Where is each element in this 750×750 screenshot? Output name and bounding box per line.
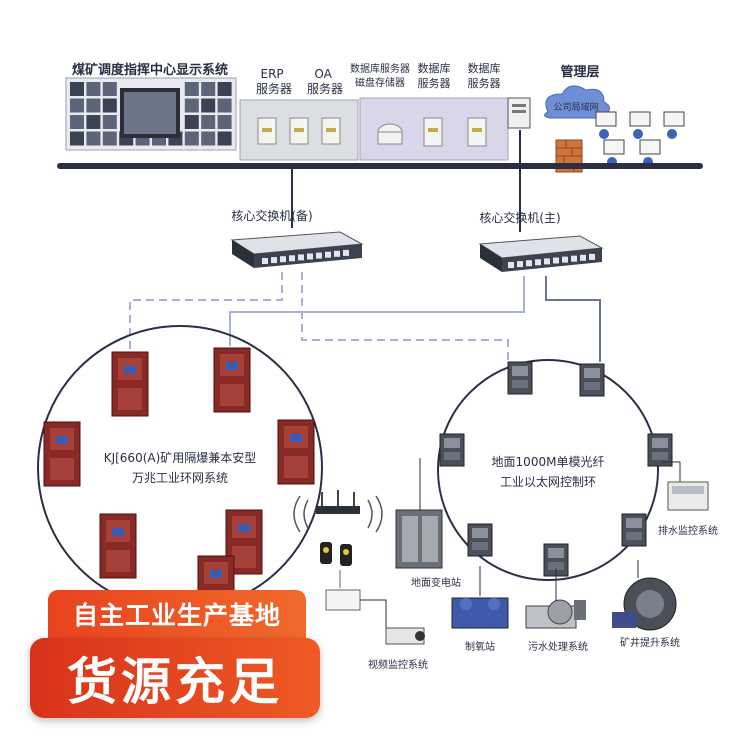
explosion-proof-cabinet — [43, 421, 81, 487]
explosion-proof-cabinet — [99, 513, 137, 579]
display-tile — [201, 115, 216, 129]
left-ring-label-line1: KJ[660(A)矿用隔爆兼本安型 — [104, 450, 257, 465]
db-label-2: 数据库服务器 — [418, 61, 451, 90]
display-tile — [217, 115, 232, 129]
substation-cabinet — [395, 458, 443, 569]
display-tile — [86, 131, 101, 146]
display-tile — [70, 98, 84, 113]
display-tile — [102, 115, 117, 129]
explosion-proof-cabinet — [111, 351, 149, 417]
backup-switch-label: 核心交换机(备) — [231, 208, 312, 223]
ring-switch-node — [467, 523, 493, 557]
db-label-1: 数据库服务器磁盘存储器 — [350, 62, 410, 89]
workstation — [595, 111, 617, 139]
oa-line1: OA — [314, 67, 332, 81]
display-tile — [70, 115, 84, 129]
explosion-proof-cabinet — [213, 347, 251, 413]
display-tile — [86, 98, 101, 113]
explosion-proof-cabinet — [277, 419, 315, 485]
core-switch-main — [478, 235, 604, 272]
uplinks — [129, 272, 601, 362]
ring-switch-node — [647, 433, 673, 467]
display-tile — [201, 131, 216, 146]
hoist-label: 矿井提升系统 — [620, 636, 680, 649]
server-panel-database — [359, 97, 509, 161]
mine-hoist — [612, 560, 677, 631]
ring-switch-node — [439, 433, 465, 467]
erp-server-label: ERP 服务器 — [256, 67, 292, 96]
display-tile — [184, 82, 199, 96]
explosion-proof-cabinets — [43, 347, 315, 621]
sewage-label: 污水处理系统 — [528, 640, 588, 653]
erp-line1: ERP — [261, 67, 284, 81]
substation-label: 地面变电站 — [411, 576, 461, 589]
sewage-pump — [525, 568, 586, 629]
workstation — [639, 139, 661, 167]
workstations — [595, 111, 685, 167]
compressor-label: 制氧站 — [465, 640, 495, 653]
display-tile — [86, 115, 101, 129]
right-ring-label-line1: 地面1000M单模光纤 — [492, 455, 605, 469]
compressor-unit — [451, 566, 509, 629]
oa-server-label: OA 服务器 — [307, 67, 343, 96]
server-panel-erp-oa — [239, 99, 359, 161]
right-ring-label-line2: 工业以太网控制环 — [500, 474, 596, 489]
display-tile — [70, 82, 84, 96]
management-layer-label: 管理层 — [560, 64, 599, 80]
workstation — [663, 111, 685, 139]
workstation — [629, 111, 651, 139]
display-tile — [86, 82, 101, 96]
cloud-label: 公司局域网 — [553, 101, 598, 113]
oa-line2: 服务器 — [307, 81, 343, 96]
ring-switch-node — [507, 361, 533, 395]
display-wall — [65, 77, 237, 151]
display-tile — [102, 98, 117, 113]
promo-badge-factory: 自主工业生产基地 — [48, 590, 306, 638]
core-switch-backup — [230, 231, 364, 268]
drainage-monitor — [662, 461, 709, 511]
ring-nodes — [439, 361, 673, 577]
wireless-access-point — [293, 490, 383, 566]
display-tile — [184, 98, 199, 113]
display-tile — [102, 82, 117, 96]
camera-label: 视频监控系统 — [368, 658, 428, 671]
db-label-3: 数据库服务器 — [468, 61, 501, 90]
display-tile — [102, 131, 117, 146]
camera-device — [325, 570, 425, 645]
ring-switch-node — [621, 513, 647, 547]
main-switch-label: 核心交换机(主) — [479, 210, 560, 225]
display-tile — [184, 115, 199, 129]
promo-badge-stock: 货源充足 — [30, 638, 320, 718]
right-ring — [437, 359, 659, 581]
drainage-label: 排水监控系统 — [658, 524, 718, 537]
display-tile — [217, 98, 232, 113]
display-tile — [201, 98, 216, 113]
ring-switch-node — [579, 363, 605, 397]
workstation — [603, 139, 625, 167]
management-cluster: 公司局域网 — [507, 85, 610, 173]
display-tile — [184, 131, 199, 146]
display-tile — [70, 131, 84, 146]
left-ring-label-line2: 万兆工业环网系统 — [132, 471, 228, 485]
display-tile — [217, 82, 232, 96]
display-system-label: 煤矿调度指挥中心显示系统 — [72, 62, 228, 78]
display-tile — [201, 82, 216, 96]
erp-line2: 服务器 — [256, 81, 292, 96]
display-tile — [217, 131, 232, 146]
